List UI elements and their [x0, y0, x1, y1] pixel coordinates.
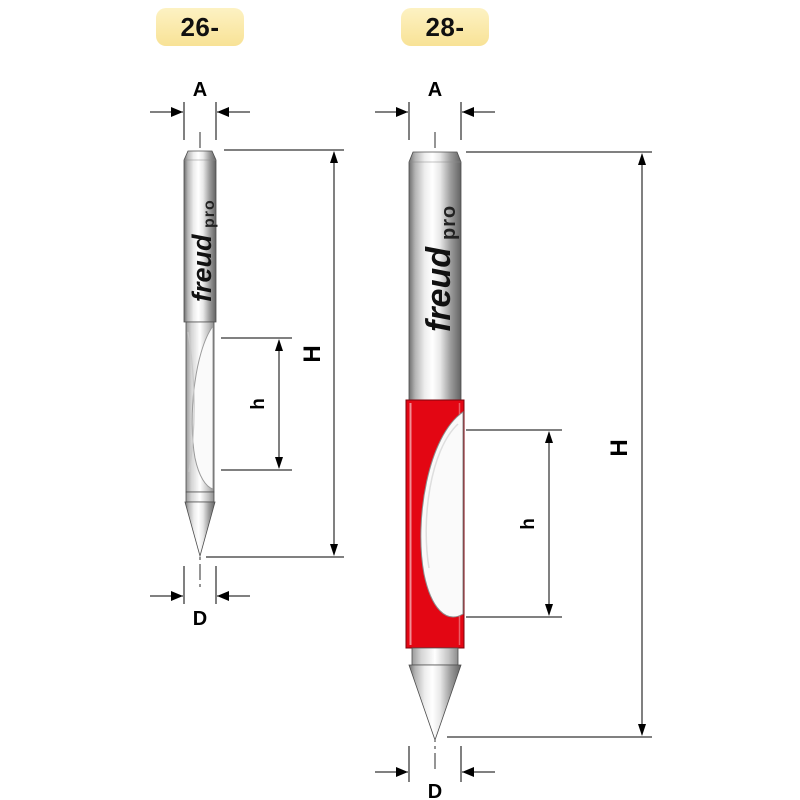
dim-label-h-total: H — [299, 345, 326, 362]
bit-26-dim-h-total: H — [206, 149, 344, 558]
dim-label-a: A — [428, 79, 442, 101]
bit-28-logo-pro: pro — [438, 205, 460, 240]
model-badge-28: 28- — [401, 8, 489, 46]
dim-label-d: D — [193, 608, 207, 630]
bit-28-dim-a: A — [375, 79, 495, 140]
bit-28-dim-d: D — [375, 746, 495, 800]
dim-label-h-cut: h — [518, 518, 539, 530]
dim-label-d: D — [428, 781, 442, 800]
bit-28-dim-h-cut: h — [466, 429, 562, 618]
dim-label-h-cut: h — [248, 398, 269, 410]
bit-26-tip — [184, 501, 216, 558]
bit-28-ferrule — [411, 647, 459, 666]
bit-26-logo-pro: pro — [201, 199, 218, 228]
dim-label-a: A — [193, 79, 207, 101]
bit-28-tip — [408, 664, 462, 742]
bit-26-flute-face — [191, 324, 214, 490]
bit-28-logo-freud: freud — [420, 246, 458, 332]
bit-26-dim-a: A — [150, 79, 250, 140]
bit-28-dim-h-total: H — [447, 151, 652, 738]
bit-26-dim-h-cut: h — [221, 337, 292, 471]
bit-26-figure: freud pro A h — [150, 79, 344, 630]
bit-28-flute-highlight — [425, 423, 459, 569]
bit-26-neck — [185, 491, 215, 503]
bit-28-figure: freud pro A — [375, 79, 652, 800]
bit-26-flute-highlight — [187, 331, 195, 473]
bit-26-logo-freud: freud — [187, 234, 217, 302]
bit-26-dim-d: D — [150, 566, 250, 630]
bit-28-flute-face — [420, 411, 464, 618]
model-badge-26: 26- — [156, 8, 244, 46]
dim-label-h-total: H — [606, 439, 633, 456]
